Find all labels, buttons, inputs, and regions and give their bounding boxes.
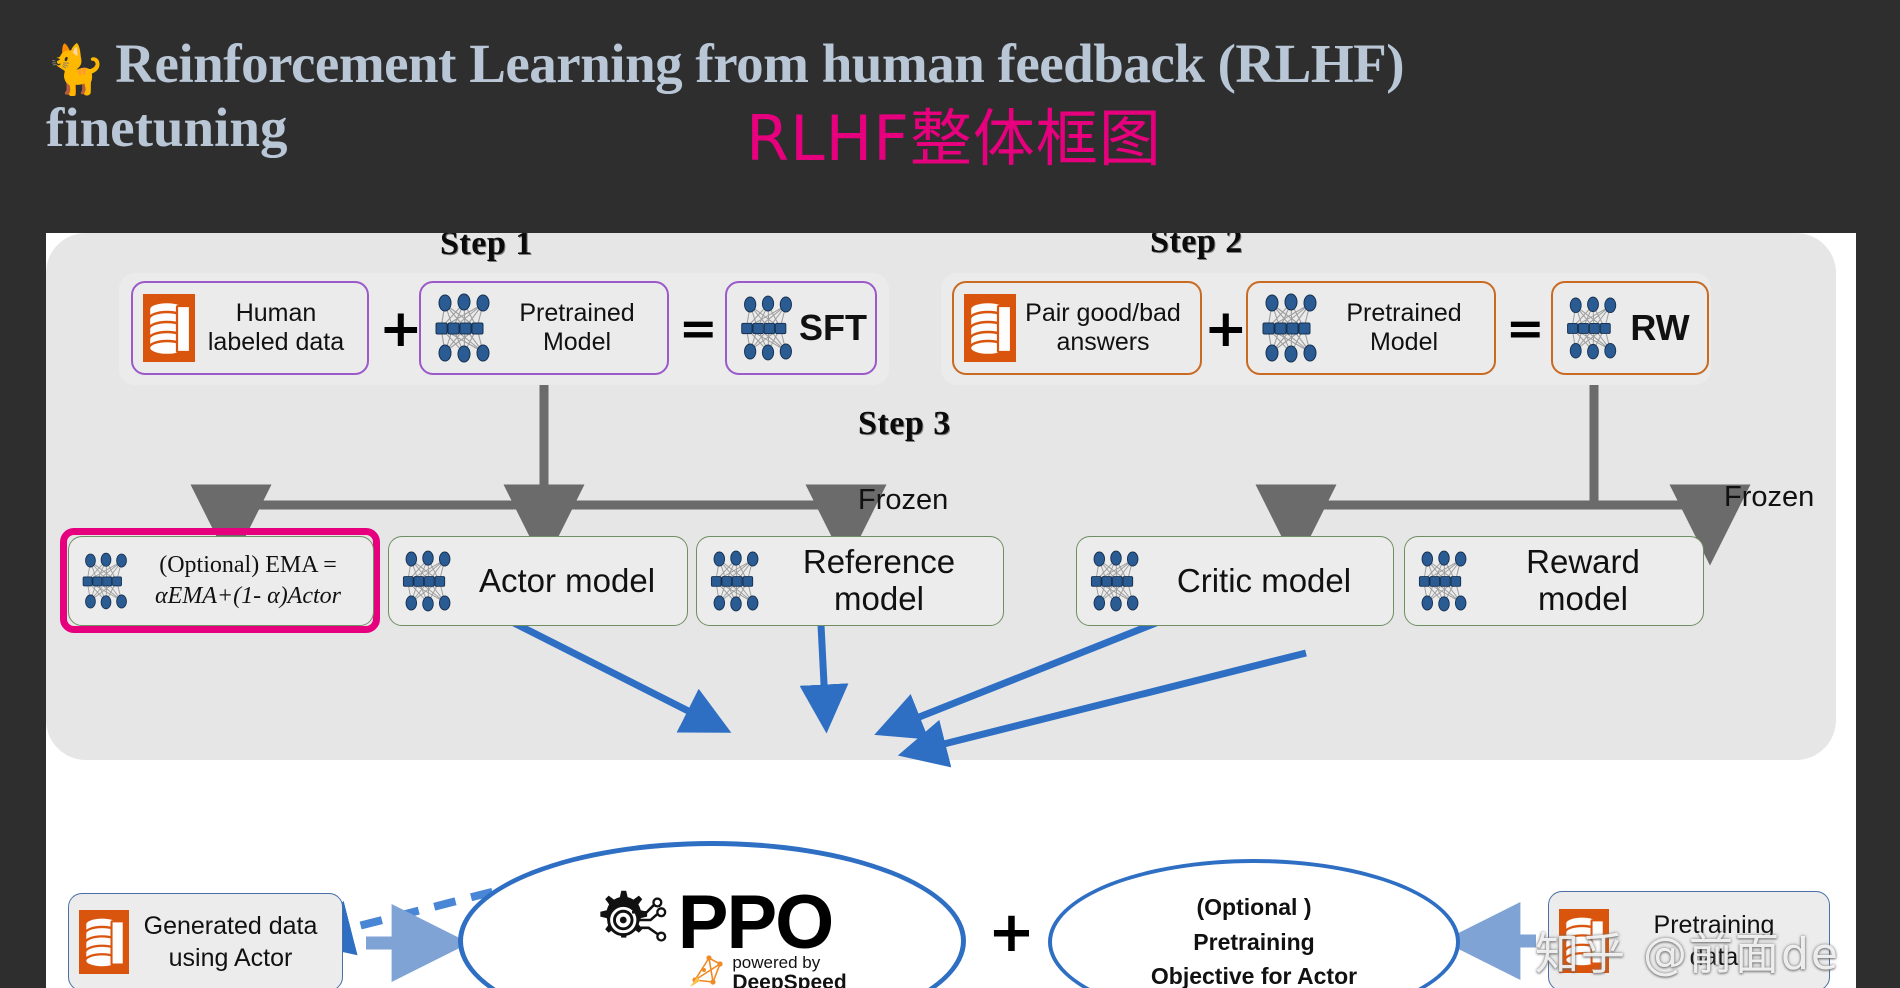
neural-network-icon [1087, 546, 1145, 616]
optional-pretraining-label: (Optional ) Pretraining Objective for Ac… [1150, 894, 1358, 988]
optional-pretraining-ellipse[interactable]: (Optional ) Pretraining Objective for Ac… [1048, 859, 1460, 988]
ppo-ellipse[interactable]: PPO [458, 841, 966, 988]
pretraining-data-box[interactable]: Pretraining data [1548, 891, 1830, 988]
critic-model-label: Critic model [1176, 562, 1352, 600]
neural-network-icon [737, 291, 799, 365]
pretrained-model-label-step2: Pretrained Model [1346, 299, 1462, 356]
neural-network-icon [399, 546, 457, 616]
database-stack-icon [964, 294, 1016, 362]
ema-model-box[interactable]: (Optional) EMA = αEMA+(1- α)Actor [68, 536, 374, 626]
pair-good-bad-answers-label: Pair good/bad answers [1025, 299, 1181, 356]
cat-icon: 🐈 [46, 44, 106, 97]
actor-model-box[interactable]: Actor model [388, 536, 688, 626]
generated-data-box[interactable]: Generated data using Actor [68, 893, 343, 988]
human-labeled-data-label: Human labeled data [207, 299, 345, 356]
diagram-canvas: Step 1 Step 2 Step 3 [46, 233, 1856, 988]
database-stack-icon [1559, 909, 1609, 973]
ema-model-label: (Optional) EMA = αEMA+(1- α)Actor [155, 551, 341, 609]
chinese-subtitle: RLHF整体框图 [746, 102, 1162, 176]
database-stack-icon [143, 294, 195, 362]
page-title-line1: Reinforcement Learning from human feedba… [115, 33, 1405, 94]
ppo-title: PPO [677, 880, 834, 966]
actor-model-label: Actor model [478, 562, 656, 600]
rw-label: RW [1630, 307, 1690, 349]
database-stack-icon [79, 910, 129, 974]
step-1-equals-operator: = [679, 301, 718, 355]
pretraining-data-label: Pretraining data [1653, 910, 1775, 972]
reward-model-box[interactable]: Reward model [1404, 536, 1704, 626]
sft-label: SFT [799, 307, 867, 349]
neural-network-icon [707, 546, 765, 616]
step-3-label: Step 3 [858, 405, 951, 442]
slide-header: 🐈Reinforcement Learning from human feedb… [0, 0, 1900, 240]
frozen-label-right: Frozen [1724, 481, 1815, 513]
step-2-equals-operator: = [1506, 301, 1545, 355]
rw-model-box[interactable]: RW [1551, 281, 1709, 375]
pretrained-model-label-step1: Pretrained Model [519, 299, 635, 356]
frozen-label-left: Frozen [858, 484, 949, 516]
sft-model-box[interactable]: SFT [725, 281, 877, 375]
pretrained-model-box-step1[interactable]: Pretrained Model [419, 281, 669, 375]
neural-network-icon [79, 548, 133, 614]
neural-network-icon [431, 290, 497, 366]
neural-network-icon [1258, 290, 1324, 366]
neural-network-icon [1415, 546, 1473, 616]
step-2-plus-operator: + [1204, 299, 1248, 359]
ema-highlight-outline [60, 528, 380, 633]
gear-circuit-icon [592, 883, 674, 964]
reference-model-label: Reference model [802, 543, 956, 617]
step-2-label: Step 2 [1150, 233, 1243, 260]
step-1-plus-operator: + [379, 299, 423, 359]
deepspeed-label: DeepSpeed [732, 971, 847, 988]
reference-model-box[interactable]: Reference model [696, 536, 1004, 626]
reward-model-label: Reward model [1526, 543, 1640, 617]
page-title-line2: finetuning [46, 97, 288, 159]
step-3-plus-operator: + [988, 900, 1035, 965]
step-1-label: Step 1 [440, 233, 533, 262]
pretrained-model-box-step2[interactable]: Pretrained Model [1246, 281, 1496, 375]
powered-by-label: powered by [732, 953, 821, 973]
subtitle-row: finetuning RLHF整体框图 [46, 97, 1860, 175]
neural-network-icon [1563, 292, 1623, 364]
deepspeed-logo-icon [687, 950, 727, 988]
human-labeled-data-box[interactable]: Human labeled data [131, 281, 369, 375]
page-title: 🐈Reinforcement Learning from human feedb… [46, 28, 1860, 102]
pair-good-bad-answers-box[interactable]: Pair good/bad answers [952, 281, 1202, 375]
generated-data-label: Generated data using Actor [143, 911, 318, 973]
critic-model-box[interactable]: Critic model [1076, 536, 1394, 626]
